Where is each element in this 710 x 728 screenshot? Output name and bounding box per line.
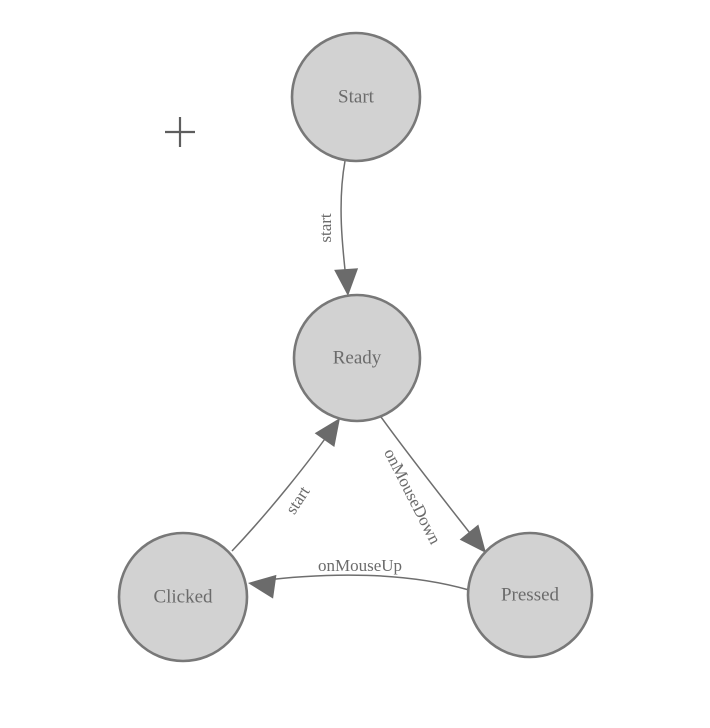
- node-circle[interactable]: [466, 531, 594, 659]
- edge-line[interactable]: [231, 425, 335, 552]
- edge-ready-to-pressed[interactable]: onMouseDown: [380, 416, 495, 561]
- edge-arrowhead: [314, 418, 340, 448]
- state-node-ready[interactable]: Ready: [292, 293, 422, 423]
- edge-clicked-to-ready[interactable]: start: [231, 411, 350, 552]
- node-label: Clicked: [153, 586, 213, 607]
- marker-layer: [165, 117, 195, 147]
- node-circle[interactable]: [290, 31, 422, 163]
- node-label: Start: [338, 86, 375, 107]
- node-label: Ready: [333, 347, 382, 368]
- edge-pressed-to-clicked[interactable]: onMouseUp: [246, 556, 470, 599]
- state-node-pressed[interactable]: Pressed: [466, 531, 594, 659]
- edge-line[interactable]: [257, 574, 470, 591]
- edge-arrowhead: [334, 268, 359, 296]
- state-node-start[interactable]: Start: [290, 31, 422, 163]
- edge-label: start: [316, 213, 335, 243]
- edge-arrowhead: [459, 524, 486, 553]
- edge-arrowhead: [248, 574, 277, 599]
- node-label: Pressed: [501, 584, 560, 605]
- node-circle[interactable]: [117, 531, 249, 663]
- state-node-clicked[interactable]: Clicked: [117, 531, 249, 663]
- edge-line[interactable]: [340, 160, 348, 289]
- plus-marker[interactable]: [165, 117, 195, 147]
- node-circle[interactable]: [292, 293, 422, 423]
- edge-label: onMouseUp: [318, 556, 402, 575]
- edge-label: onMouseDown: [380, 445, 445, 547]
- edge-start-to-ready[interactable]: start: [316, 160, 360, 297]
